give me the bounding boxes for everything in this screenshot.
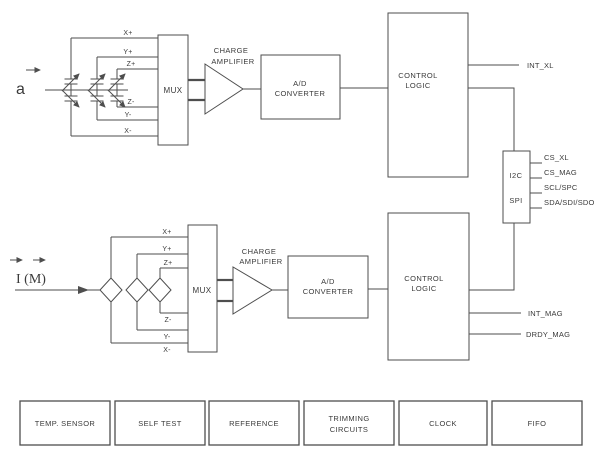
mag-x-loop <box>110 236 188 344</box>
self-test-block <box>114 400 206 446</box>
mag-z-loop <box>159 267 188 314</box>
mag-adc-label-1: A/D <box>321 277 335 286</box>
mag-amp-label-1: CHARGE <box>242 247 277 256</box>
fifo-label: FIFO <box>528 419 547 428</box>
accel-channel-x-plus: X+ <box>123 30 132 37</box>
mag-control-label-2: LOGIC <box>411 284 437 293</box>
accel-amp-label-2: AMPLIFIER <box>211 57 254 66</box>
accel-x-loop <box>70 37 158 137</box>
accel-control-label-1: CONTROL <box>398 71 437 80</box>
trimming-label-1: TRIMMING <box>328 414 369 423</box>
cs-mag-label: CS_MAG <box>544 168 577 177</box>
accel-interface-wire <box>468 87 515 151</box>
accel-control-logic-block <box>387 12 469 178</box>
mag-channel-x-minus: X- <box>163 347 171 354</box>
accel-adc-block <box>260 54 341 120</box>
mag-bridge-x-icon <box>99 277 123 303</box>
int-xl-label: INT_XL <box>527 61 554 70</box>
mag-channel-z-plus: Z+ <box>164 260 173 267</box>
sda-sdi-sdo-label: SDA/SDI/SDO <box>544 198 595 207</box>
mag-control-label-1: CONTROL <box>404 274 443 283</box>
accel-control-label-2: LOGIC <box>405 81 431 90</box>
accel-amp-label-1: CHARGE <box>214 46 249 55</box>
mag-y-loop <box>136 253 188 331</box>
drdy-mag-label: DRDY_MAG <box>526 330 570 339</box>
clock-block <box>398 400 488 446</box>
accel-channel-y-minus: Y- <box>125 112 132 119</box>
int-mag-label: INT_MAG <box>528 309 563 318</box>
mag-bridge-y-icon <box>125 277 149 303</box>
mag-charge-amplifier <box>232 266 273 315</box>
accel-y-loop <box>96 56 158 121</box>
trimming-label-2: CIRCUITS <box>330 425 369 434</box>
cs-xl-label: CS_XL <box>544 153 569 162</box>
mag-input-label: I (M) <box>16 272 46 287</box>
i2c-label: I2C <box>510 171 523 180</box>
accel-mux-block <box>157 34 189 146</box>
temp-sensor-label: TEMP. SENSOR <box>35 419 96 428</box>
mag-bridge-z-icon <box>148 277 172 303</box>
accel-adc-label-2: CONVERTER <box>275 89 326 98</box>
accel-chain: a <box>16 12 554 178</box>
mag-chain: I (M) X+ Y+ Z+ Z- Y- X- <box>10 212 570 361</box>
scl-spc-label: SCL/SPC <box>544 183 578 192</box>
mag-mux-block <box>187 224 218 353</box>
accel-channel-x-minus: X- <box>124 128 132 135</box>
mag-adc-block <box>287 255 369 319</box>
clock-label: CLOCK <box>429 419 457 428</box>
mag-sensor-bridges <box>99 277 172 303</box>
spi-label: SPI <box>509 196 522 205</box>
accel-adc-label-1: A/D <box>293 79 307 88</box>
interface-block: I2C SPI CS_XL CS_MAG SCL/SPC SDA/SDI/SDO <box>469 150 595 291</box>
accel-channel-z-plus: Z+ <box>127 61 136 68</box>
temp-sensor-block <box>19 400 111 446</box>
fifo-block <box>491 400 583 446</box>
mag-amp-label-2: AMPLIFIER <box>239 257 282 266</box>
i2c-spi-block <box>502 150 531 224</box>
mag-channel-y-plus: Y+ <box>162 246 171 253</box>
mag-mux-label: MUX <box>193 286 212 295</box>
trimming-circuits-block <box>303 400 395 446</box>
accel-channel-y-plus: Y+ <box>123 49 132 56</box>
mag-control-logic-block <box>387 212 470 361</box>
support-block-row: TEMP. SENSOR SELF TEST REFERENCE TRIMMIN… <box>19 400 583 446</box>
accel-charge-amplifier <box>204 63 244 115</box>
accel-mux-label: MUX <box>164 86 183 95</box>
reference-label: REFERENCE <box>229 419 279 428</box>
accel-channel-z-minus: Z- <box>127 99 134 106</box>
mag-adc-label-2: CONVERTER <box>303 287 354 296</box>
mag-channel-y-minus: Y- <box>164 334 171 341</box>
variable-capacitor-icons <box>61 73 126 108</box>
mag-input-arrowhead-icon <box>78 286 89 294</box>
mag-channel-x-plus: X+ <box>162 229 171 236</box>
interface-mag-wire <box>469 223 515 291</box>
accel-input-label: a <box>16 81 25 98</box>
mag-channel-z-minus: Z- <box>164 317 171 324</box>
reference-block <box>208 400 300 446</box>
self-test-label: SELF TEST <box>138 419 181 428</box>
